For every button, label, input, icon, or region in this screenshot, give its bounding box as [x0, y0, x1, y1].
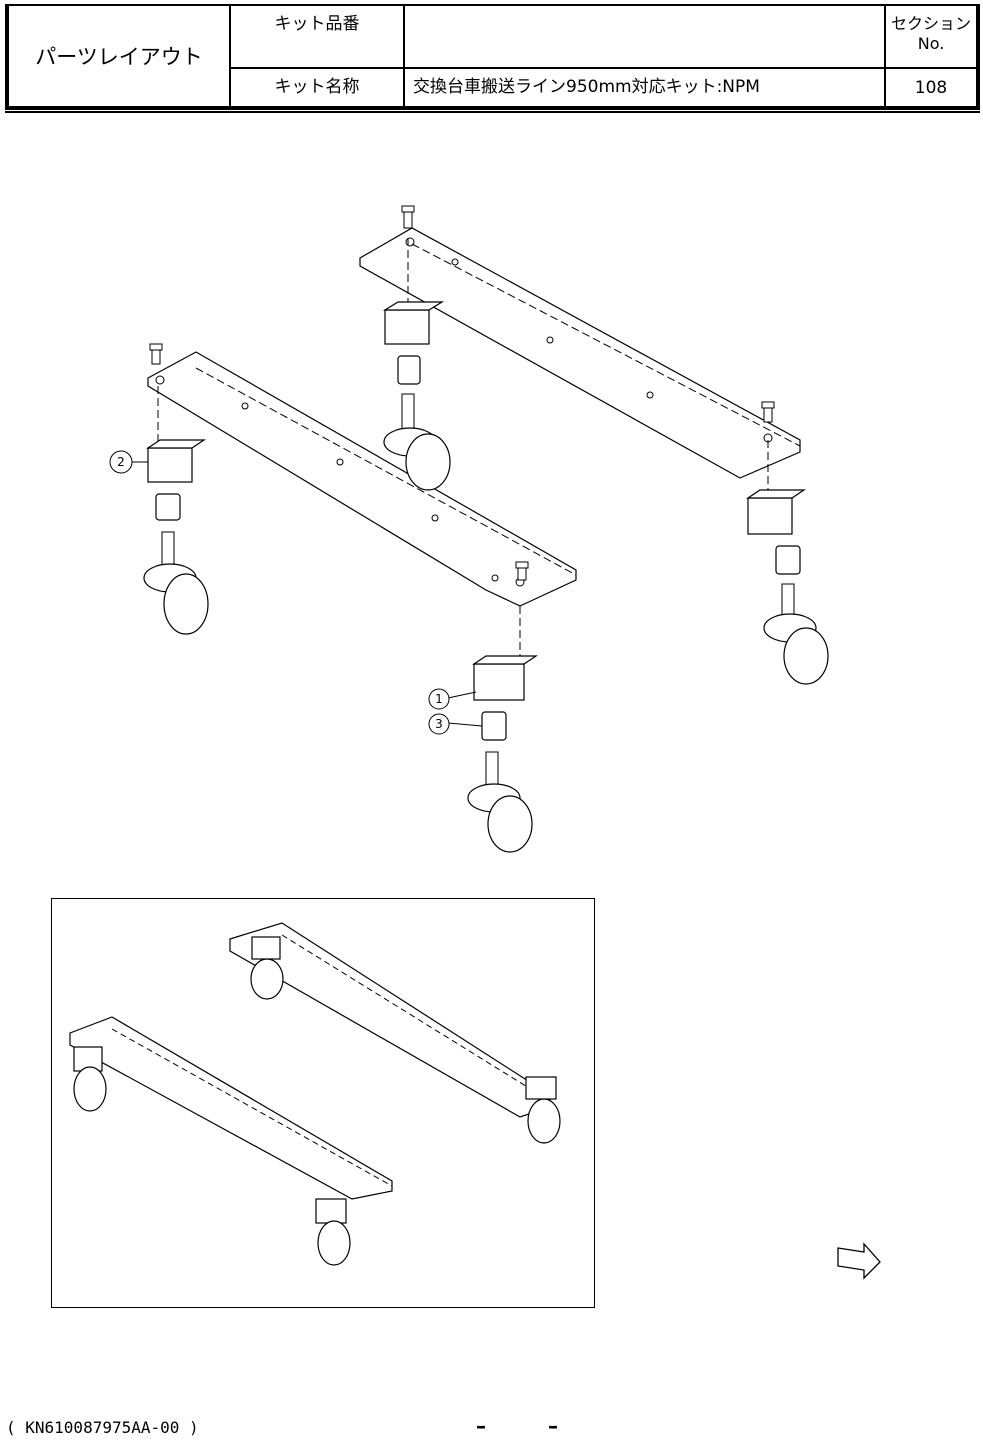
assembled-view-drawing — [52, 899, 595, 1308]
page-dash-left: – — [476, 1414, 486, 1438]
section-label: セクションNo. — [885, 5, 978, 68]
kit-number-value — [404, 5, 885, 68]
exploded-view-drawing: 2 1 3 — [0, 120, 983, 880]
callout-3: 3 — [435, 717, 443, 731]
title-block: パーツレイアウト キット品番 セクションNo. キット名称 交換台車搬送ライン9… — [5, 4, 980, 110]
kit-number-label: キット品番 — [230, 5, 404, 68]
fwd-arrow-icon — [834, 1240, 884, 1280]
kit-name-value: 交換台車搬送ライン950mm対応キット:NPM — [404, 68, 885, 108]
section-value: 108 — [885, 68, 978, 108]
callout-1: 1 — [435, 692, 443, 706]
assembled-view-frame — [51, 898, 595, 1308]
document-title: パーツレイアウト — [7, 5, 230, 108]
front-plate — [148, 352, 576, 606]
title-block-table: パーツレイアウト キット品番 セクションNo. キット名称 交換台車搬送ライン9… — [5, 4, 980, 110]
callout-2: 2 — [117, 455, 125, 469]
header-rule — [5, 111, 980, 113]
document-code: ( KN610087975AA-00 ) — [6, 1418, 199, 1437]
page-dash-right: – — [548, 1414, 558, 1438]
kit-name-label: キット名称 — [230, 68, 404, 108]
